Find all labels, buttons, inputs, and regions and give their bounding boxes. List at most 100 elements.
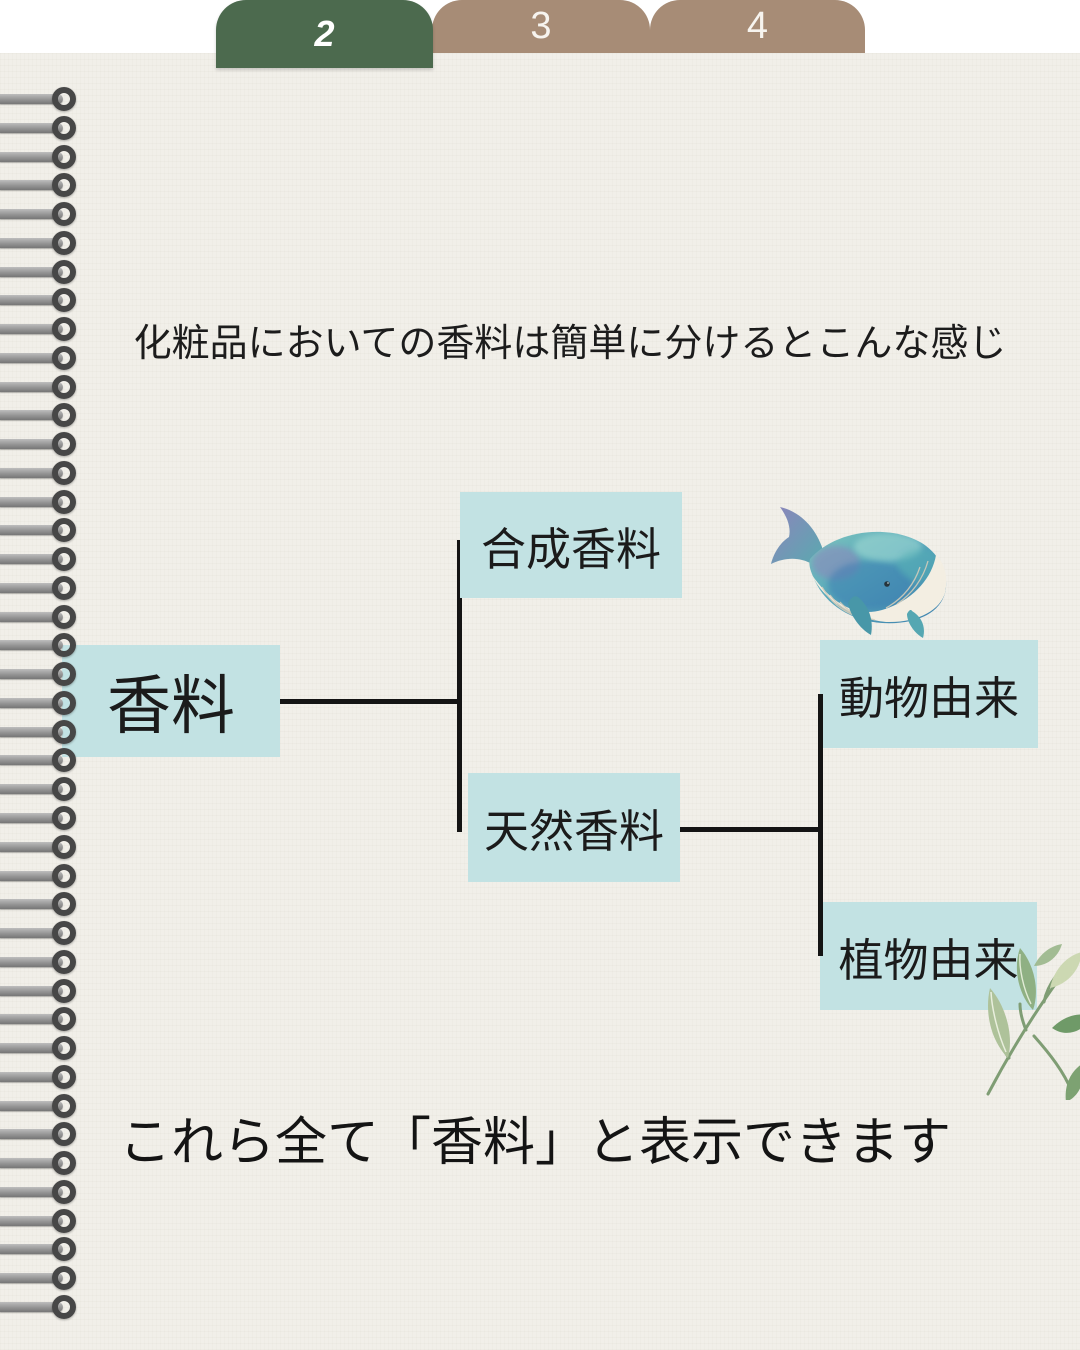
spiral-ring-bar	[0, 755, 63, 766]
tab-page-3[interactable]: 3	[432, 0, 650, 53]
spiral-ring-hook	[52, 345, 76, 370]
spiral-ring-hook	[52, 1151, 76, 1176]
connector-fork-right	[818, 694, 823, 956]
spiral-ring-hook	[52, 374, 76, 399]
spiral-ring-hook	[52, 662, 76, 687]
node-label: 天然香料	[483, 806, 664, 857]
spiral-ring	[0, 547, 80, 572]
node-label: 香料	[107, 670, 235, 742]
spiral-ring-bar	[0, 525, 63, 536]
spiral-ring	[0, 1093, 80, 1118]
spiral-ring-hook	[52, 806, 76, 830]
spiral-ring	[0, 288, 80, 313]
leaf-branch-illustration	[986, 944, 1080, 1100]
connector-root-to-fork	[278, 699, 462, 704]
spiral-ring-bar	[0, 1071, 63, 1082]
spiral-ring	[0, 518, 80, 543]
spiral-ring	[0, 777, 80, 802]
spiral-ring	[0, 345, 80, 370]
spiral-ring	[0, 921, 80, 946]
spiral-ring-bar	[0, 640, 63, 651]
spiral-ring	[0, 949, 80, 974]
tab-page-2-active[interactable]: 2	[216, 0, 433, 68]
spiral-ring	[0, 1007, 80, 1032]
spiral-ring	[0, 202, 80, 227]
spiral-ring	[0, 1266, 80, 1291]
spiral-ring-hook	[52, 1064, 76, 1089]
spiral-ring	[0, 1237, 80, 1262]
spiral-ring-hook	[52, 547, 76, 572]
spiral-ring	[0, 1179, 80, 1204]
tab-page-4[interactable]: 4	[650, 0, 865, 53]
spiral-ring-bar	[0, 352, 63, 363]
spiral-ring-hook	[52, 173, 76, 198]
spiral-ring-hook	[52, 748, 76, 773]
spiral-ring	[0, 978, 80, 1003]
spiral-ring-bar	[0, 467, 63, 478]
spiral-ring-bar	[0, 381, 63, 392]
tab-label: 4	[746, 5, 769, 47]
spiral-ring	[0, 1036, 80, 1061]
spiral-ring-hook	[52, 87, 76, 111]
spiral-ring	[0, 173, 80, 198]
spiral-ring-hook	[52, 949, 76, 974]
spiral-ring-bar	[0, 209, 63, 220]
spiral-ring-bar	[0, 841, 63, 852]
spiral-ring-hook	[52, 604, 76, 629]
spiral-ring	[0, 144, 80, 169]
tab-label: 3	[530, 5, 552, 47]
spiral-ring-bar	[0, 295, 63, 306]
spiral-ring-bar	[0, 611, 63, 622]
node-plant-derived: 植物由来	[820, 902, 1037, 1010]
spiral-ring	[0, 806, 80, 830]
spiral-ring-hook	[52, 403, 76, 428]
spiral-ring	[0, 403, 80, 428]
spiral-ring-bar	[0, 439, 63, 450]
spiral-ring	[0, 604, 80, 629]
spiral-ring-hook	[52, 575, 76, 600]
spiral-ring-hook	[52, 288, 76, 313]
spiral-ring-hook	[52, 777, 76, 802]
spiral-ring-bar	[0, 1301, 63, 1312]
node-fragrance: 香料	[62, 645, 280, 757]
connector-fork-left	[457, 540, 462, 832]
spiral-ring-hook	[52, 317, 76, 342]
spiral-ring-hook	[52, 690, 76, 715]
spiral-ring-bar	[0, 554, 63, 565]
spiral-ring	[0, 834, 80, 859]
spiral-ring-bar	[0, 928, 63, 939]
spiral-ring-bar	[0, 324, 63, 335]
spiral-ring	[0, 230, 80, 255]
spiral-ring-hook	[52, 978, 76, 1003]
spiral-ring-bar	[0, 180, 63, 191]
spiral-ring-hook	[52, 1036, 76, 1061]
spiral-ring-bar	[0, 813, 63, 823]
spiral-ring-bar	[0, 122, 63, 133]
spiral-ring-hook	[52, 1122, 76, 1147]
spiral-ring-bar	[0, 151, 63, 162]
spiral-ring-hook	[52, 863, 76, 888]
spiral-ring-bar	[0, 956, 63, 967]
node-synthetic-fragrance: 合成香料	[460, 492, 682, 598]
spiral-ring	[0, 374, 80, 399]
spiral-ring	[0, 115, 80, 140]
spiral-ring-hook	[52, 460, 76, 485]
spiral-ring-bar	[0, 1100, 63, 1111]
spiral-ring	[0, 1064, 80, 1089]
node-label: 植物由来	[838, 934, 1019, 986]
spiral-ring	[0, 575, 80, 600]
spiral-ring-hook	[52, 834, 76, 859]
spiral-ring	[0, 1294, 80, 1319]
top-strip: 3 4	[0, 0, 1080, 53]
spiral-ring-bar	[0, 582, 63, 593]
spiral-ring	[0, 489, 80, 514]
node-animal-derived: 動物由来	[820, 640, 1038, 748]
spiral-ring	[0, 1151, 80, 1176]
spiral-binding	[0, 0, 90, 1350]
spiral-ring-bar	[0, 266, 63, 277]
spiral-ring	[0, 690, 80, 715]
spiral-ring	[0, 259, 80, 284]
spiral-ring	[0, 863, 80, 888]
spiral-ring-hook	[52, 719, 76, 744]
